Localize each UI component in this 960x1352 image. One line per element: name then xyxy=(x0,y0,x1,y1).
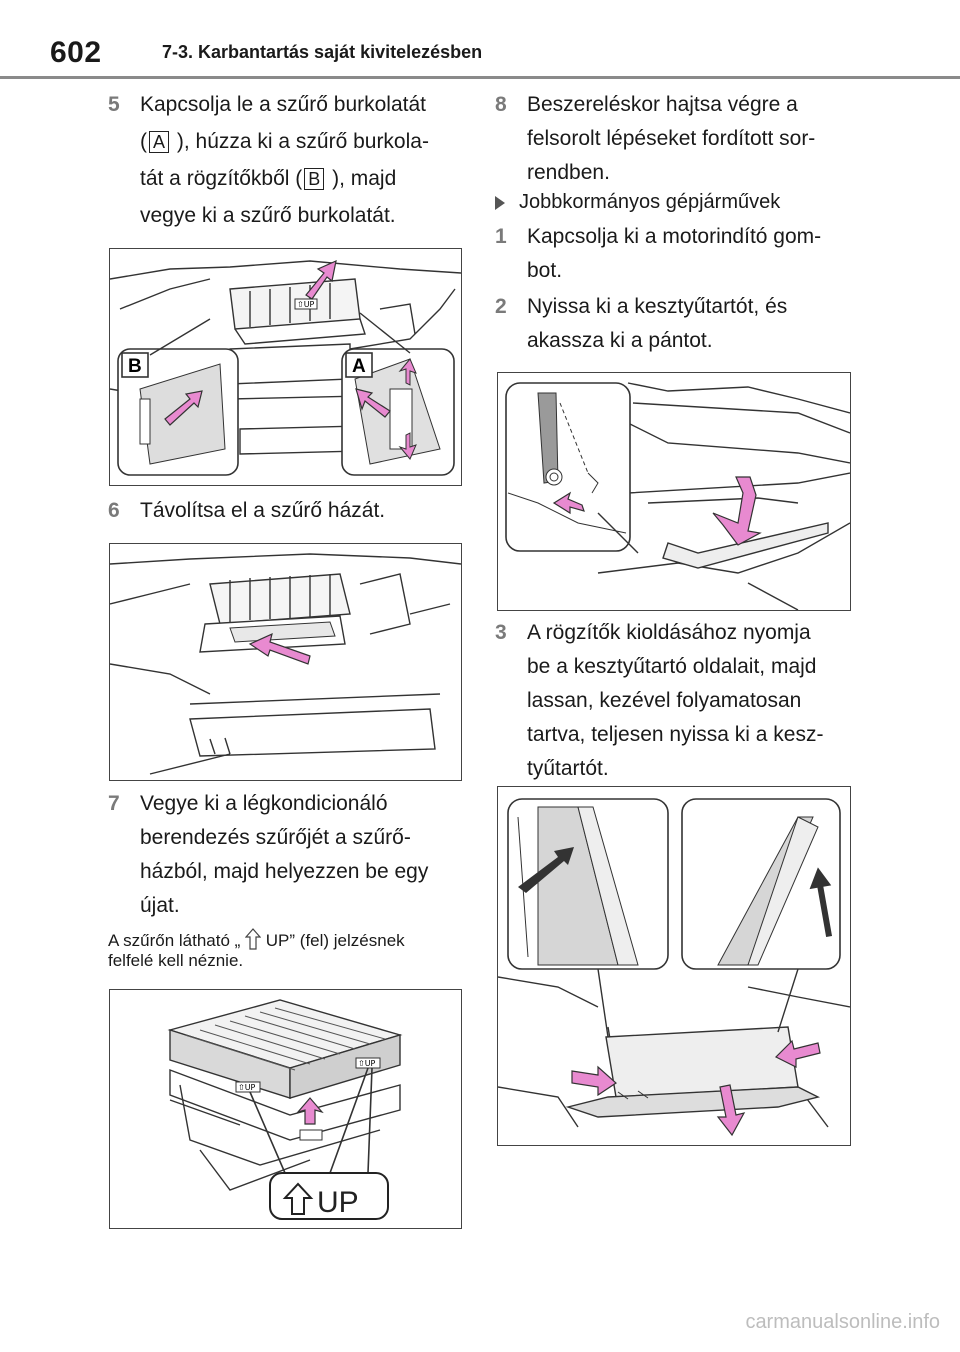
fig1-label-a: A xyxy=(352,356,366,377)
fig3-up-stamp-right: ⇧UP xyxy=(358,1059,376,1068)
step-number: 6 xyxy=(108,499,120,522)
fig1-up-stamp: ⇧UP xyxy=(297,300,315,309)
page-number: 602 xyxy=(50,36,102,69)
step-text-line: Beszereléskor hajtsa végre a xyxy=(527,93,798,116)
step-number: 5 xyxy=(108,93,120,116)
footer-watermark: carmanualsonline.info xyxy=(745,1311,940,1333)
fig3-up-big-label: UP xyxy=(317,1186,359,1219)
figure-glovebox-open xyxy=(497,786,851,1146)
figure-filter-up-mark: ⇧UP ⇧UP UP xyxy=(109,989,462,1229)
step-2: 2 Nyissa ki a kesztyűtartót, és akassza … xyxy=(495,290,855,360)
step-text-line: rendben. xyxy=(527,161,610,184)
figure-filter-housing-removal xyxy=(109,543,462,781)
step-5: 5 Kapcsolja le a szűrő burkolatát (A ), … xyxy=(108,88,468,228)
step-text-line: tyűtartót. xyxy=(527,757,609,780)
step-3: 3 A rögzítők kioldásához nyomja be a kes… xyxy=(495,616,855,791)
step-text-line: Távolítsa el a szűrő házát. xyxy=(140,499,386,522)
step-text-line: bot. xyxy=(527,259,563,282)
rhd-heading-text: Jobbkormányos gépjárművek xyxy=(519,191,781,213)
rhd-heading: Jobbkormányos gépjárművek xyxy=(495,187,855,217)
step-text-line: vegye ki a szűrő burkolatát. xyxy=(140,204,396,227)
fig1-label-b: B xyxy=(128,356,142,377)
step-6: 6 Távolítsa el a szűrő házát. xyxy=(108,494,468,528)
step-8: 8 Beszereléskor hajtsa végre a felsorolt… xyxy=(495,88,855,190)
fig3-up-stamp-left: ⇧UP xyxy=(238,1083,256,1092)
step-text-line: Kapcsolja le a szűrő burkolatát xyxy=(140,93,426,116)
note-line: felfelé kell néznie. xyxy=(108,951,244,970)
step-text-line: be a kesztyűtartó oldalait, majd xyxy=(527,655,817,678)
step-text-line: felsorolt lépéseket fordított sor- xyxy=(527,127,816,150)
step-text-line: tát a rögzítőkből (B ), majd xyxy=(140,167,397,190)
step-text-line: házból, majd helyezzen be egy xyxy=(140,860,429,883)
step-1: 1 Kapcsolja ki a motorindító gom- bot. xyxy=(495,220,855,290)
label-a-box: A xyxy=(149,131,170,153)
note-line: A szűrőn látható „ UP” (fel) jelzésnek xyxy=(108,928,468,951)
label-b-box: B xyxy=(304,168,325,190)
step-number: 2 xyxy=(495,295,507,318)
step-text-line: lassan, kezével folyamatosan xyxy=(527,689,802,712)
step-text-line: Vegye ki a légkondicionáló xyxy=(140,792,388,815)
step-7: 7 Vegye ki a légkondicionáló berendezés … xyxy=(108,787,468,927)
section-title: 7-3. Karbantartás saját kivitelezésben xyxy=(162,42,483,62)
step-number: 3 xyxy=(495,621,507,644)
step-text-line: berendezés szűrőjét a szűrő- xyxy=(140,826,411,849)
triangle-bullet-icon xyxy=(495,195,505,210)
figure-glovebox-strap xyxy=(497,372,851,611)
step-text-line: tartva, teljesen nyissa ki a kesz- xyxy=(527,723,824,746)
header-rule xyxy=(0,76,960,79)
step-text-line: akassza ki a pántot. xyxy=(527,329,713,352)
up-mark-note: A szűrőn látható „ UP” (fel) jelzésnek f… xyxy=(108,928,468,974)
up-arrow-icon xyxy=(244,928,262,950)
figure-filter-cover-removal: ⇧UP B A xyxy=(109,248,462,486)
step-number: 8 xyxy=(495,93,507,116)
step-number: 1 xyxy=(495,225,507,248)
step-text-line: (A ), húzza ki a szűrő burkola- xyxy=(140,130,429,153)
step-number: 7 xyxy=(108,792,120,815)
step-text-line: Kapcsolja ki a motorindító gom- xyxy=(527,225,822,248)
step-text-line: Nyissa ki a kesztyűtartót, és xyxy=(527,295,788,318)
step-text-line: A rögzítők kioldásához nyomja xyxy=(527,621,811,644)
step-text-line: újat. xyxy=(140,894,180,917)
